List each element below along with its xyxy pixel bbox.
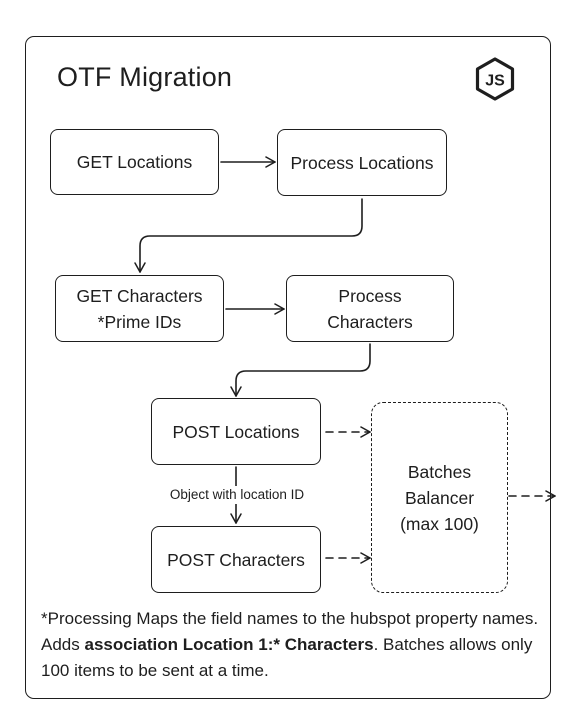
node-post-locations-label: POST Locations: [172, 421, 300, 442]
node-batches-balancer-label-line2: Balancer: [404, 487, 475, 508]
footnote-text-part2: . Batches allows only 100 items to be se…: [41, 635, 533, 680]
footnote-text-bold: association Location 1:* Characters: [84, 635, 374, 654]
node-process-characters-label-line1: Process: [338, 285, 402, 306]
node-post-characters-label: POST Characters: [167, 549, 305, 570]
footnote-text-part1: *Processing Maps the field names to the …: [41, 609, 539, 654]
node-post-locations: POST Locations: [151, 398, 321, 465]
node-batches-balancer: Batches Balancer (max 100): [371, 402, 508, 593]
edge-label-object-with-location-id: Object with location ID: [149, 486, 325, 504]
arrow-process-locations-to-get-characters: [134, 198, 363, 273]
node-process-characters-label-line2: Characters: [327, 311, 413, 332]
diagram-frame: [25, 36, 551, 699]
node-batches-balancer-label-line3: (max 100): [400, 513, 479, 534]
arrow-process-characters-to-post-locations: [230, 343, 371, 397]
node-batches-balancer-label-line1: Batches: [407, 461, 472, 482]
node-get-locations: GET Locations: [50, 129, 219, 195]
node-get-locations-label: GET Locations: [76, 152, 193, 172]
node-get-characters-note: *Prime IDs: [97, 311, 182, 332]
node-post-characters: POST Characters: [151, 526, 321, 593]
footnote: *Processing Maps the field names to the …: [41, 606, 541, 684]
diagram-title: OTF Migration: [57, 62, 233, 92]
node-get-characters-label: GET Characters: [76, 285, 203, 306]
node-process-characters: Process Characters: [286, 275, 454, 342]
node-process-locations-label: Process Locations: [290, 152, 434, 173]
node-get-characters: GET Characters *Prime IDs: [55, 275, 224, 342]
logo-text: JS: [485, 73, 505, 90]
nodejs-logo-icon: JS: [472, 56, 518, 102]
node-process-locations: Process Locations: [277, 129, 447, 196]
